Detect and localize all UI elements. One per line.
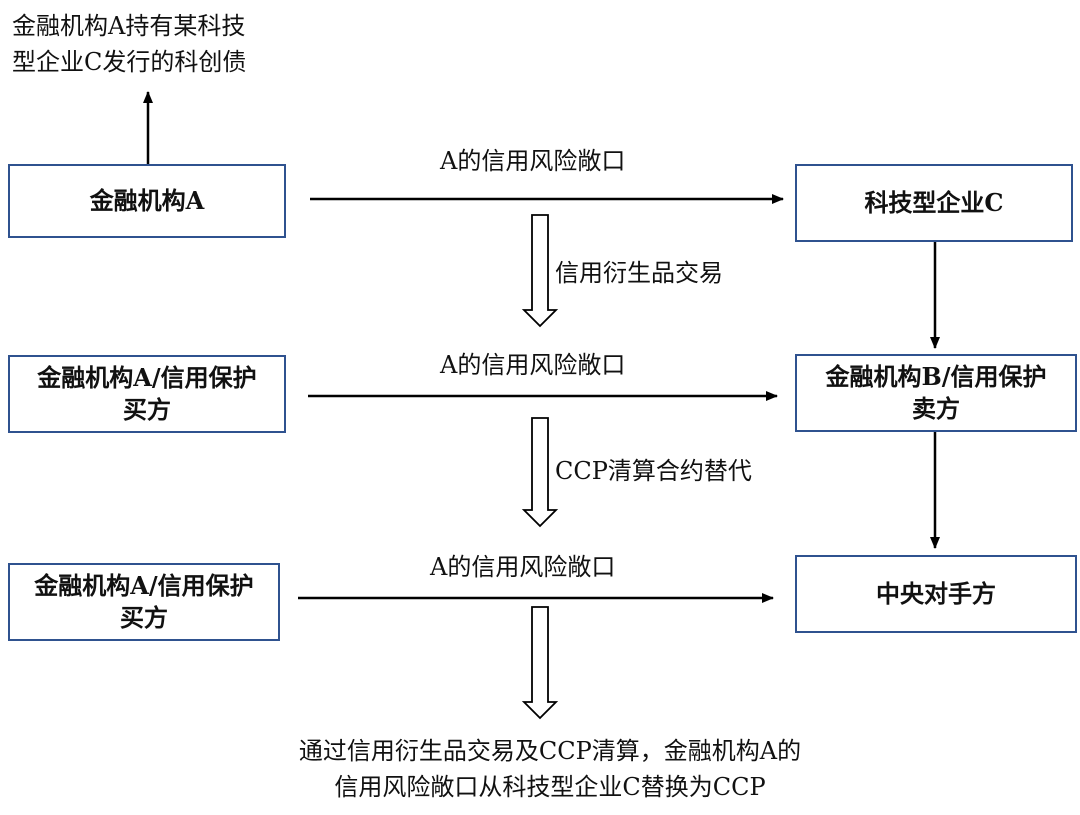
- box-tech-company-c: 科技型企业C: [795, 164, 1073, 242]
- conclusion-line-2: 信用风险敞口从科技型企业C替换为CCP: [334, 773, 766, 801]
- box-central-counterparty: 中央对手方: [795, 555, 1077, 633]
- box-protection-seller-b-line-1: 金融机构B/信用保护: [825, 362, 1047, 391]
- box-protection-buyer-1: 金融机构A/信用保护 买方: [8, 355, 286, 433]
- top-note-line-1: 金融机构A持有某科技: [12, 12, 246, 40]
- transition-ccp-clearing-label: CCP清算合约替代: [555, 457, 752, 485]
- box-institution-a-label: 金融机构A: [89, 186, 205, 215]
- box-tech-company-c-label: 科技型企业C: [864, 188, 1004, 217]
- box-protection-buyer-1-line-1: 金融机构A/信用保护: [37, 363, 257, 392]
- box-protection-buyer-1-line-2: 买方: [122, 395, 171, 424]
- hollow-arrow-ccp-clearing: [521, 417, 559, 528]
- hollow-arrow-conclusion: [521, 606, 559, 720]
- top-note: 金融机构A持有某科技 型企业C发行的科创债: [12, 8, 246, 80]
- row3-arrow-label: A的信用风险敞口: [430, 553, 616, 581]
- transition-credit-derivative-label: 信用衍生品交易: [555, 259, 723, 287]
- box-protection-buyer-2-line-1: 金融机构A/信用保护: [34, 571, 254, 600]
- top-note-line-2: 型企业C发行的科创债: [12, 48, 247, 76]
- hollow-arrow-credit-derivative: [521, 214, 559, 328]
- box-institution-a: 金融机构A: [8, 164, 286, 238]
- box-central-counterparty-label: 中央对手方: [876, 579, 996, 608]
- box-protection-seller-b-line-2: 卖方: [912, 394, 960, 423]
- conclusion-line-1: 通过信用衍生品交易及CCP清算，金融机构A的: [298, 737, 802, 765]
- row1-arrow-label: A的信用风险敞口: [440, 147, 626, 175]
- box-protection-buyer-2-line-2: 买方: [119, 603, 168, 632]
- box-protection-buyer-2: 金融机构A/信用保护 买方: [8, 563, 280, 641]
- conclusion: 通过信用衍生品交易及CCP清算，金融机构A的 信用风险敞口从科技型企业C替换为C…: [250, 733, 850, 805]
- box-protection-seller-b: 金融机构B/信用保护 卖方: [795, 354, 1077, 432]
- row2-arrow-label: A的信用风险敞口: [440, 351, 626, 379]
